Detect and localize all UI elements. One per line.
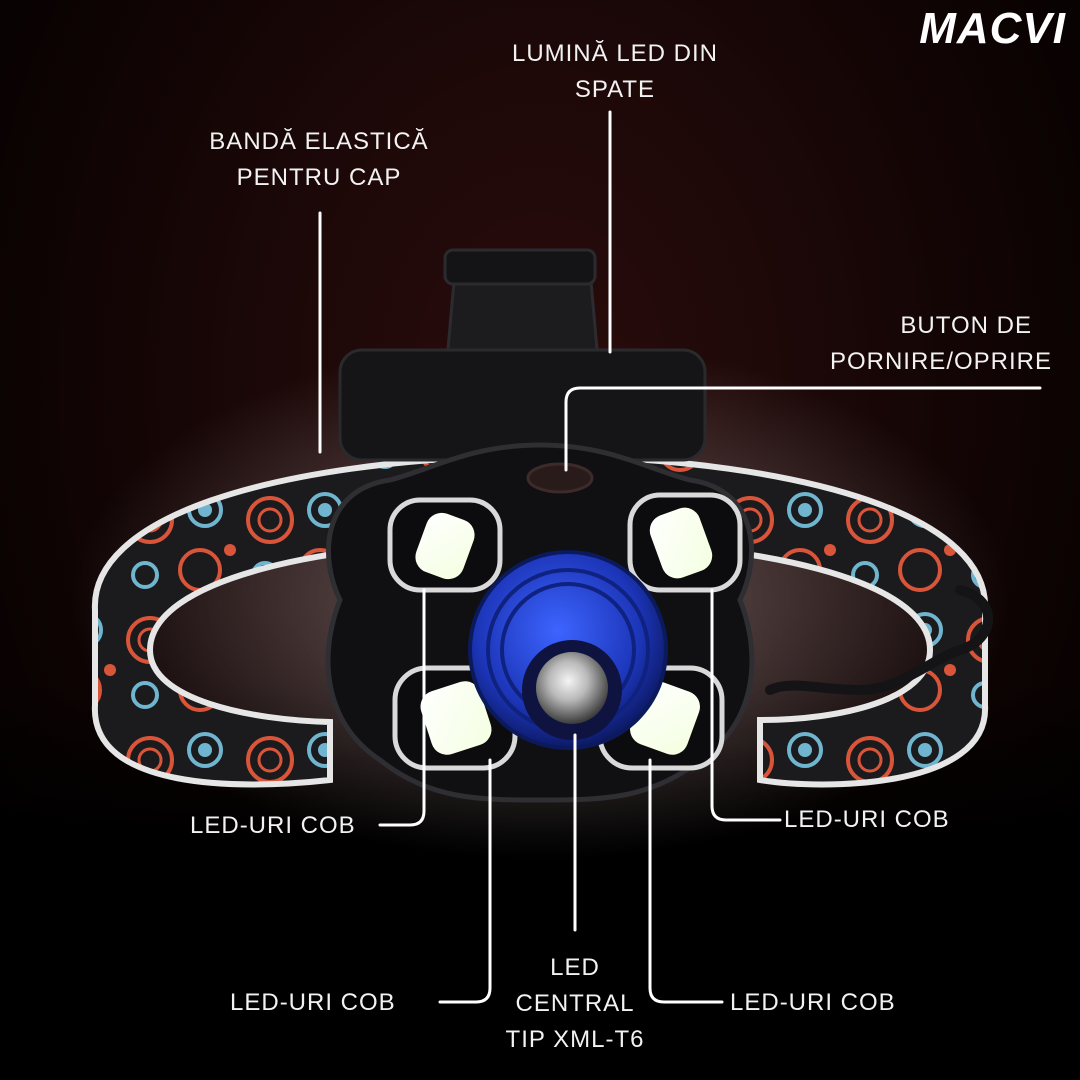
leader-cob-upper-left xyxy=(378,588,426,827)
label-head-band-line-2: PENTRU CAP xyxy=(236,164,402,191)
label-central-led-line-1: LED xyxy=(550,954,600,981)
label-power-button-line-2: PORNIRE/OPRIRE xyxy=(829,348,1052,375)
coiled-cable xyxy=(765,585,994,696)
label-central-led: LED CENTRAL TIP XML-T6 xyxy=(470,950,680,1058)
label-cob-upper-right: LED-URI COB xyxy=(784,806,950,833)
label-central-led-line-3: TIP XML-T6 xyxy=(505,1026,645,1053)
label-head-band-line-1: BANDĂ ELASTICĂ xyxy=(209,128,429,155)
label-back-light: LUMINĂ LED DIN SPATE xyxy=(480,36,750,108)
leader-cob-upper-right xyxy=(710,588,782,822)
label-cob-lower-right: LED-URI COB xyxy=(730,989,896,1016)
cob-led-upper-left xyxy=(387,497,503,593)
label-power-button-line-1: BUTON DE xyxy=(900,312,1032,339)
central-led-lens xyxy=(468,550,668,750)
label-back-light-line-1: LUMINĂ LED DIN xyxy=(511,40,719,67)
leader-cob-lower-right xyxy=(648,758,724,1004)
leader-cob-lower-left xyxy=(438,758,492,1004)
power-button xyxy=(526,462,594,494)
label-cob-lower-left: LED-URI COB xyxy=(230,989,396,1016)
brand-logo: MACVI xyxy=(919,4,1066,53)
label-head-band: BANDĂ ELASTICĂ PENTRU CAP xyxy=(185,124,453,196)
cob-led-upper-right xyxy=(627,492,743,593)
label-power-button: BUTON DE PORNIRE/OPRIRE xyxy=(760,308,1052,380)
label-cob-upper-left: LED-URI COB xyxy=(190,812,356,839)
label-central-led-line-2: CENTRAL xyxy=(515,990,635,1017)
label-back-light-line-2: SPATE xyxy=(574,76,656,103)
strap-buckle xyxy=(443,248,597,286)
leader-power-button xyxy=(564,386,1042,472)
